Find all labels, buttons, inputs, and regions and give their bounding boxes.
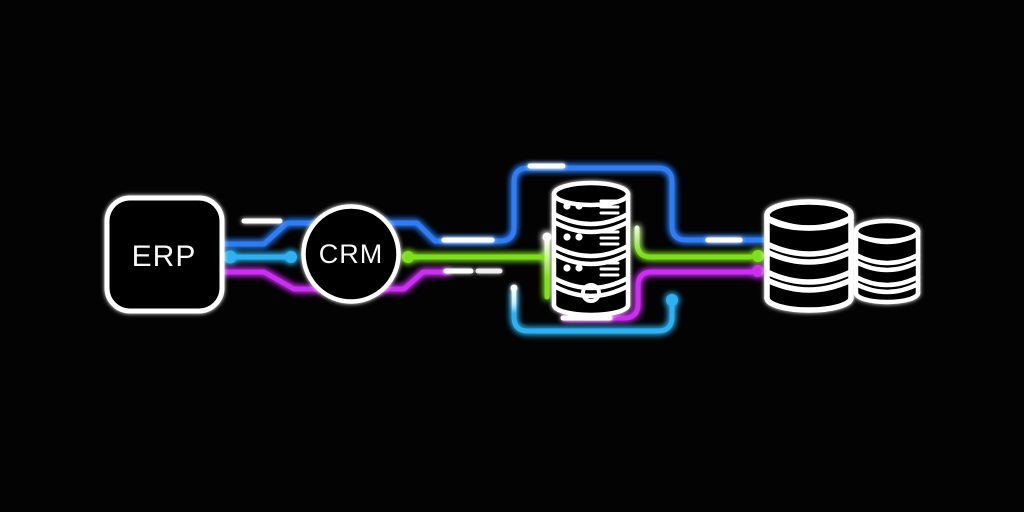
green-right-path (634, 225, 753, 260)
erp-label: ERP (132, 240, 197, 273)
server-band-curve (551, 219, 631, 235)
magenta-endpoint-dot (752, 265, 764, 277)
database-small-icon (853, 218, 921, 305)
database-large-icon (764, 199, 854, 313)
crm-node: CRM (301, 204, 401, 304)
light-streaks (241, 163, 743, 321)
db-large-band-curve (764, 269, 854, 285)
server-band-curve (551, 243, 631, 259)
connector-erp-crm-link (223, 250, 297, 264)
db-small-band-curve (853, 259, 921, 273)
cyan-endpoint-dot (666, 294, 678, 306)
server-led-dot (575, 264, 583, 272)
erp-node: ERP (104, 195, 225, 314)
server-led-dot (575, 233, 583, 241)
server-band-curve (551, 211, 631, 227)
server-silhouette (554, 183, 628, 315)
server-band-curve (551, 251, 631, 267)
server-led-dot (563, 233, 571, 241)
erp-box (104, 195, 225, 314)
database-server-icon (551, 180, 631, 318)
connector-blue-trace (219, 165, 769, 247)
db-small-rim-curve (853, 231, 921, 245)
db-large-bottom-curve (764, 295, 854, 313)
streak-tip-dot (510, 284, 518, 292)
link-endpoint-dot (285, 251, 297, 263)
server-led-dot (575, 202, 583, 210)
db-small-bottom-curve (853, 290, 921, 305)
connector-cyan-loop (511, 289, 678, 334)
branch-tip-dot (542, 232, 552, 242)
crm-label: CRM (319, 239, 384, 269)
cyan-loop-path (511, 289, 675, 334)
server-band-curve (551, 275, 631, 291)
server-band-curve (551, 283, 631, 299)
server-bottom-curve (551, 302, 631, 318)
db-large-rim-curve (764, 215, 854, 231)
green-endpoint-dot (752, 250, 764, 262)
db-small-band-curve (853, 281, 921, 295)
server-led-dot (563, 264, 571, 272)
blue-trace-path (219, 165, 769, 247)
db-large-band-curve (764, 277, 854, 293)
connector-green-trace-right (634, 225, 764, 262)
db-small-band-curve (853, 252, 921, 266)
magenta-right-path (563, 269, 754, 321)
green-endpoint-dot (402, 251, 414, 263)
server-port-circle (581, 283, 601, 303)
connector-magenta-trace-right (563, 265, 764, 321)
db-small-band-curve (853, 274, 921, 288)
db-large-band-curve (764, 241, 854, 257)
link-endpoint-dot (223, 250, 237, 264)
server-led-dot (563, 202, 571, 210)
connector-green-trace-left (402, 232, 552, 300)
crm-circle (301, 204, 401, 304)
db-large-band-curve (764, 249, 854, 265)
